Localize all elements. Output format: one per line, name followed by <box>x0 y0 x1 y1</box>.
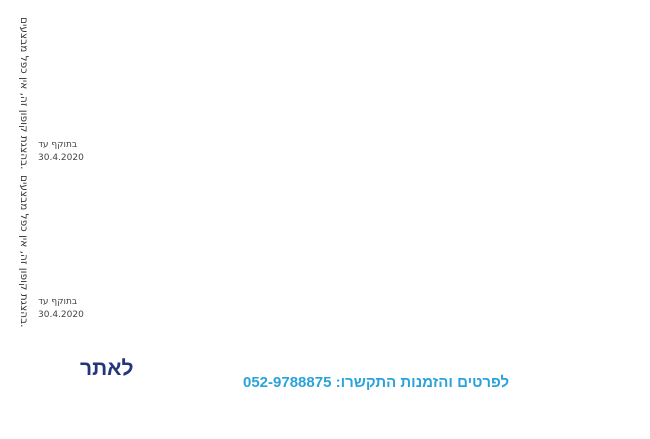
coupon-validity: בתוקף עד 30.4.2020 <box>38 296 84 322</box>
contact-info: לפרטים והזמנות התקשרו: 052-9788875 <box>243 374 510 391</box>
coupon-disclaimer: בהצגת קופון זה, אין כפל מבצעים. <box>18 17 30 170</box>
valid-label: בתוקף עד <box>38 140 78 150</box>
coupon-disclaimer: בהצגת קופון זה, אין כפל מבצעים. <box>18 175 30 328</box>
valid-label: בתוקף עד <box>38 297 78 307</box>
valid-date: 30.4.2020 <box>38 153 84 163</box>
site-link[interactable]: לאתר <box>80 357 134 380</box>
coupon-validity: בתוקף עד 30.4.2020 <box>38 139 84 165</box>
valid-date: 30.4.2020 <box>38 310 84 320</box>
